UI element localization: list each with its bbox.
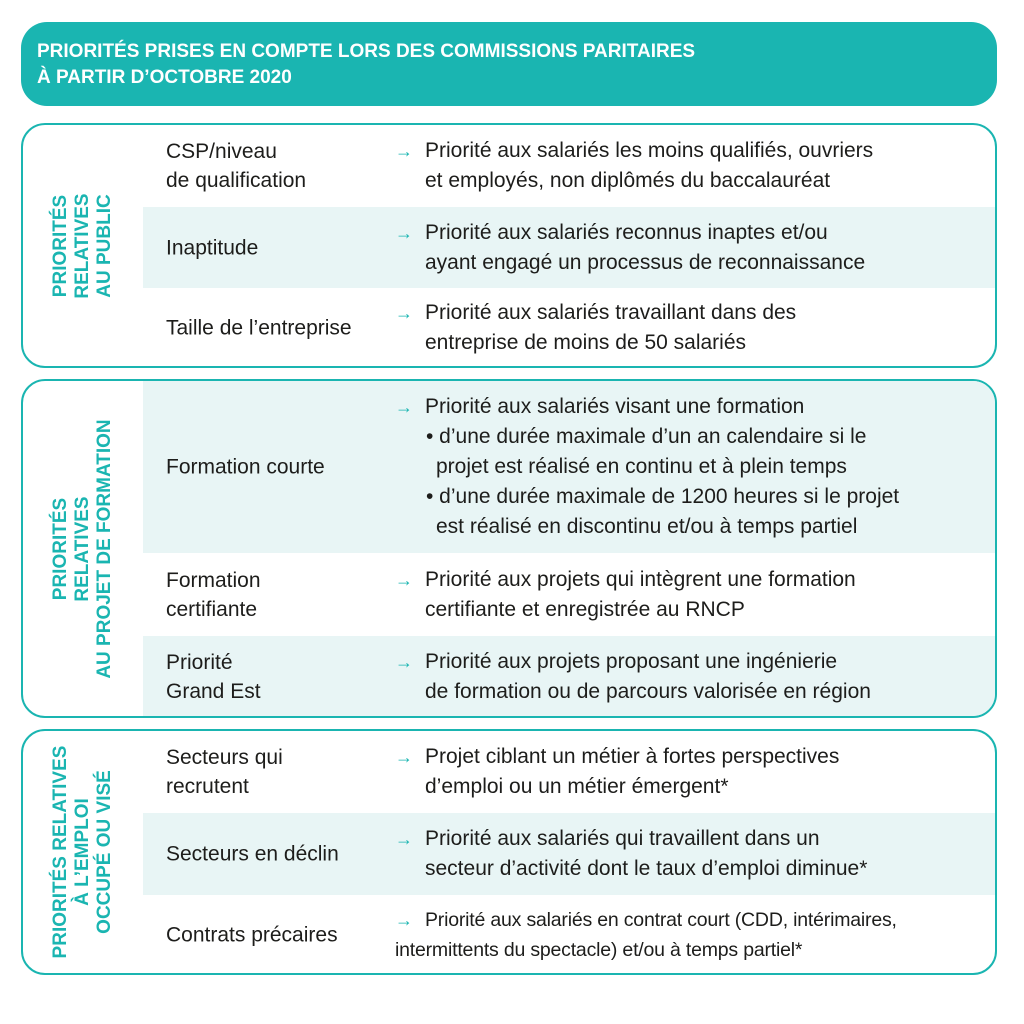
page-title-line-2: À PARTIR D’OCTOBRE 2020 xyxy=(37,67,292,88)
arrow-right-icon: → xyxy=(395,569,413,590)
priority-row-csp: CSP/niveau de qualification →Priorité au… xyxy=(143,125,995,207)
row-description: →Priorité aux projets qui intègrent une … xyxy=(395,565,985,625)
row-category: Formation certifiante xyxy=(166,568,261,621)
section-label: PRIORITÉS RELATIVES À L’EMPLOI OCCUPÉ OU… xyxy=(50,745,115,959)
section-label-area: PRIORITÉS RELATIVES À L’EMPLOI OCCUPÉ OU… xyxy=(23,731,143,973)
priority-row-formation-courte: Formation courte →Priorité aux salariés … xyxy=(143,381,995,553)
row-description: →Priorité aux salariés visant une format… xyxy=(395,392,985,542)
arrow-right-icon: → xyxy=(395,303,413,323)
page-title-line-1: PRIORITÉS PRISES EN COMPTE LORS DES COMM… xyxy=(37,41,696,62)
row-description: →Projet ciblant un métier à fortes persp… xyxy=(395,742,985,802)
bullet-item: • d’une durée maximale de 1200 heures si… xyxy=(426,485,900,508)
section-projet-formation: PRIORITÉS RELATIVES AU PROJET DE FORMATI… xyxy=(21,379,997,718)
arrow-right-icon: → xyxy=(395,747,413,767)
row-description: →Priorité aux salariés qui travaillent d… xyxy=(395,824,985,884)
row-category: Taille de l’entreprise xyxy=(166,316,352,340)
row-category: Priorité Grand Est xyxy=(166,651,261,703)
section-label-area: PRIORITÉS RELATIVES AU PROJET DE FORMATI… xyxy=(23,381,143,716)
row-description: →Priorité aux salariés travaillant dans … xyxy=(395,298,985,358)
row-description: →Priorité aux salariés les moins qualifi… xyxy=(395,136,985,196)
priority-row-grand-est: Priorité Grand Est →Priorité aux projets… xyxy=(143,636,995,716)
row-description: →Priorité aux salariés en contrat court … xyxy=(395,905,985,965)
row-description: →Priorité aux salariés reconnus inaptes … xyxy=(395,218,985,278)
section-label: PRIORITÉS RELATIVES AU PROJET DE FORMATI… xyxy=(50,418,115,679)
section-emploi: PRIORITÉS RELATIVES À L’EMPLOI OCCUPÉ OU… xyxy=(21,729,997,975)
row-category: Formation courte xyxy=(166,455,325,479)
arrow-right-icon: → xyxy=(395,652,413,672)
row-category: Inaptitude xyxy=(166,236,259,259)
row-category: Secteurs en déclin xyxy=(166,842,339,866)
priority-row-taille-entreprise: Taille de l’entreprise →Priorité aux sal… xyxy=(143,288,995,366)
row-category: CSP/niveau de qualification xyxy=(166,140,307,192)
priority-row-contrats-precaires: Contrats précaires →Priorité aux salarié… xyxy=(143,895,995,973)
section-label-area: PRIORITÉS RELATIVES AU PUBLIC xyxy=(23,125,143,366)
row-category: Contrats précaires xyxy=(166,923,338,947)
row-category: Secteurs qui recrutent xyxy=(166,746,283,798)
priority-row-formation-certifiante: Formation certifiante →Priorité aux proj… xyxy=(143,553,995,636)
section-public: PRIORITÉS RELATIVES AU PUBLIC CSP/niveau… xyxy=(21,123,997,368)
bullet-item: • d’une durée maximale d’un an calendair… xyxy=(426,425,867,448)
arrow-right-icon: → xyxy=(395,910,413,930)
priority-row-secteurs-recrutent: Secteurs qui recrutent →Projet ciblant u… xyxy=(143,731,995,813)
arrow-right-icon: → xyxy=(395,397,413,417)
arrow-right-icon: → xyxy=(395,222,413,243)
arrow-right-icon: → xyxy=(395,141,413,161)
section-label: PRIORITÉS RELATIVES AU PUBLIC xyxy=(50,192,115,299)
page-title-banner: PRIORITÉS PRISES EN COMPTE LORS DES COMM… xyxy=(21,22,997,106)
priority-row-inaptitude: Inaptitude →Priorité aux salariés reconn… xyxy=(143,207,995,288)
arrow-right-icon: → xyxy=(395,829,413,849)
priority-row-secteurs-declin: Secteurs en déclin →Priorité aux salarié… xyxy=(143,813,995,895)
row-description: →Priorité aux projets proposant une ingé… xyxy=(395,647,985,707)
